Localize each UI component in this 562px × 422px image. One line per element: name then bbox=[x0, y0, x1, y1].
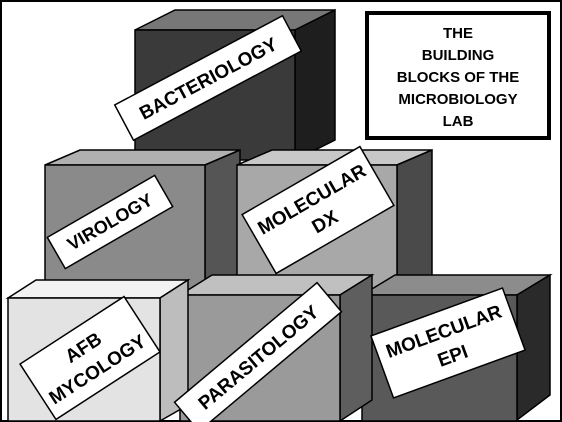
label-card bbox=[241, 145, 395, 275]
label-card bbox=[369, 287, 527, 399]
virology-side-face bbox=[204, 148, 241, 292]
parasitology-top-face bbox=[177, 274, 375, 296]
title-box: THE BUILDING BLOCKS OF THE MICROBIOLOGY … bbox=[365, 11, 551, 140]
afb-mycology-top-face bbox=[5, 279, 191, 299]
label-card bbox=[46, 174, 174, 270]
label-card bbox=[18, 295, 162, 421]
molecular-dx-side-face bbox=[396, 148, 433, 292]
block-virology bbox=[44, 148, 241, 292]
label-card bbox=[113, 14, 303, 142]
title-line-5: LAB bbox=[443, 113, 474, 130]
parasitology-side-face bbox=[339, 273, 373, 422]
bacteriology-side-face bbox=[294, 8, 336, 162]
title-line-3: BLOCKS OF THE bbox=[397, 69, 520, 86]
title-line-4: MICROBIOLOGY bbox=[398, 91, 517, 108]
label-afb-mycology: AFB MYCOLOGY bbox=[18, 295, 162, 421]
label-molecular-dx: MOLECULAR DX bbox=[241, 145, 395, 275]
title-line-1: THE bbox=[443, 25, 473, 42]
title-box-frame bbox=[365, 11, 551, 140]
label-card bbox=[173, 281, 343, 422]
title-line-2: BUILDING bbox=[422, 47, 495, 64]
